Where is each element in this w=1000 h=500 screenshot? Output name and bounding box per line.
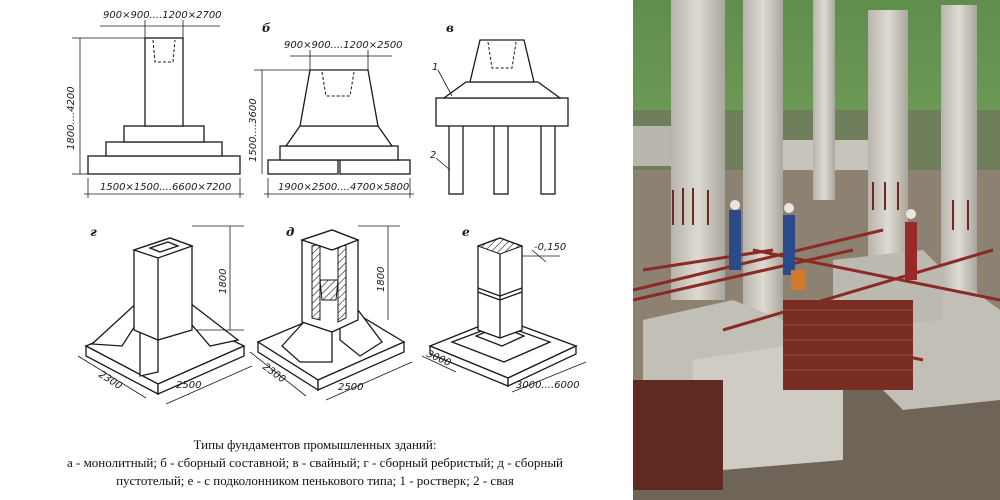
- panel-a-base-dim: 1500×1500....6600×7200: [100, 182, 231, 193]
- panel-g-prefab-ribbed: г 1800 2300 2500: [77, 225, 253, 405]
- caption-title: Типы фундаментов промышленных зданий:: [193, 437, 437, 452]
- panel-b-height-dim: 1500....3600: [248, 98, 259, 162]
- technical-drawings: 900×900....1200×2700 1800....4200 1500×1…: [66, 10, 587, 405]
- figure-caption: Типы фундаментов промышленных зданий: а …: [0, 436, 630, 490]
- panel-b-base-dim: 1900×2500....4700×5800: [278, 182, 409, 193]
- panel-e-width-dim: 3000....6000: [516, 380, 580, 391]
- panel-v-label-2: 2: [430, 150, 436, 161]
- foundation-types-diagram: 900×900....1200×2700 1800....4200 1500×1…: [0, 10, 630, 490]
- caption-line-2: пустотелый; е - с подколонником пеньково…: [116, 473, 514, 488]
- construction-photo: [633, 0, 1000, 500]
- panel-v-letter: в: [446, 21, 454, 35]
- panel-v-label-1: 1: [432, 62, 438, 73]
- panel-d-height-dim: 1800: [376, 267, 387, 292]
- construction-site-columns-picture: [633, 0, 1000, 500]
- panel-g-letter: г: [90, 225, 97, 239]
- panel-g-width-dim: 2500: [176, 380, 201, 391]
- panel-d-prefab-hollow: д 1800 2300 2500: [249, 225, 413, 401]
- panel-e-letter: е: [462, 225, 470, 239]
- caption-line-1: а - монолитный; б - сборный составной; в…: [66, 455, 564, 470]
- panel-a-monolithic: 900×900....1200×2700 1800....4200 1500×1…: [66, 10, 244, 198]
- panel-a-top-dim: 900×900....1200×2700: [103, 10, 222, 21]
- panel-g-height-dim: 1800: [218, 269, 229, 294]
- panel-b-prefab-composite: б 900×900....1200×2500 1500....3600 1900…: [248, 21, 414, 198]
- panel-e-level-dim: -0,150: [534, 242, 566, 253]
- panel-e-stump-type: е -0,150 3000 3000....6000: [421, 225, 587, 393]
- panel-v-pile: в 1 2: [430, 21, 569, 195]
- panel-d-width-dim: 2500: [338, 382, 363, 393]
- panel-a-height-dim: 1800....4200: [66, 86, 77, 150]
- panel-b-top-dim: 900×900....1200×2500: [284, 40, 403, 51]
- panel-d-letter: д: [286, 225, 294, 239]
- panel-b-letter: б: [262, 21, 271, 35]
